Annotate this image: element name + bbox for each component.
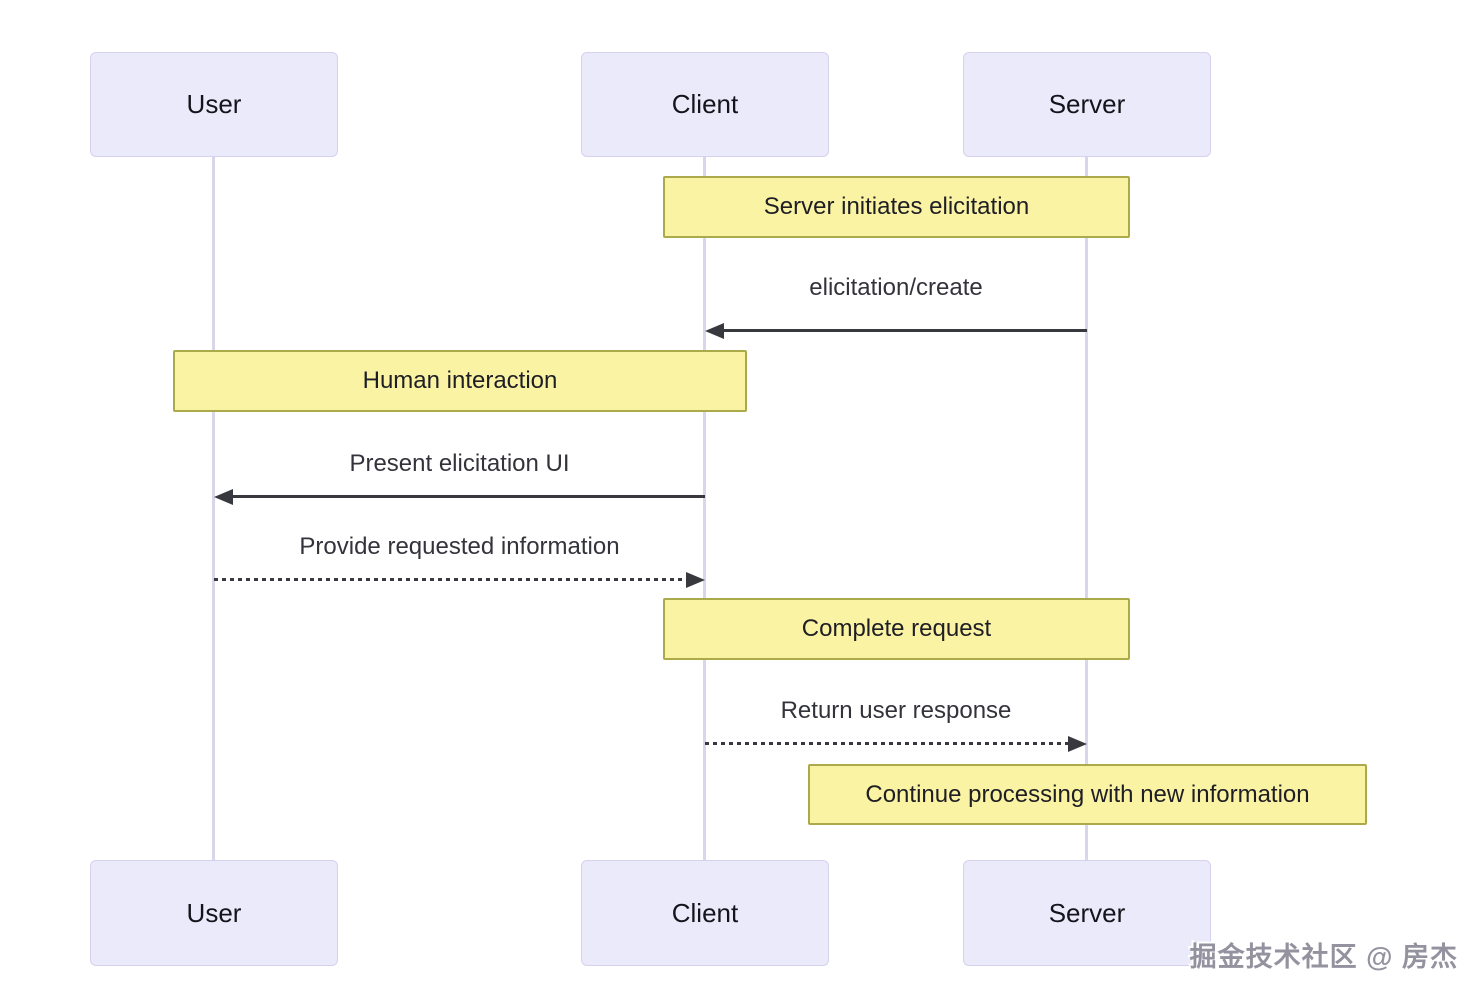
- lifeline-client: [703, 157, 706, 861]
- actor-box-client-bottom: Client: [581, 860, 829, 966]
- arrowhead-left-icon: [705, 323, 724, 339]
- actor-label-server: Server: [1048, 897, 1126, 928]
- watermark-text: 掘金技术社区 @ 房杰: [1189, 942, 1458, 972]
- message-label-elicitation-create: elicitation/create: [809, 274, 983, 301]
- note-continue-processing: Continue processing with new information: [808, 764, 1367, 825]
- arrowhead-right-icon: [1068, 736, 1087, 752]
- arrowhead-left-icon: [214, 489, 233, 505]
- actor-label-server: Server: [1048, 89, 1126, 119]
- note-human-interaction: Human interaction: [173, 350, 747, 412]
- arrowhead-right-icon: [686, 572, 705, 588]
- actor-box-user-top: User: [90, 52, 338, 157]
- message-label-return-user-response: Return user response: [780, 697, 1012, 724]
- note-server-initiates-elicitation: Server initiates elicitation: [663, 176, 1130, 238]
- message-label-present-elicitation-ui: Present elicitation UI: [349, 450, 570, 477]
- message-line-provide-requested-information: [214, 578, 691, 581]
- note-complete-request: Complete request: [663, 598, 1130, 660]
- actor-label-user: User: [186, 89, 242, 119]
- message-label-provide-requested-information: Provide requested information: [299, 533, 620, 560]
- actor-box-user-bottom: User: [90, 860, 338, 966]
- actor-box-server-bottom: Server: [963, 860, 1211, 966]
- message-line-present-elicitation-ui: [221, 495, 705, 498]
- actor-label-client: Client: [671, 89, 739, 119]
- actor-box-client-top: Client: [581, 52, 829, 157]
- actor-box-server-top: Server: [963, 52, 1211, 157]
- lifeline-server: [1085, 157, 1088, 861]
- lifeline-user: [212, 157, 215, 861]
- message-line-elicitation-create: [712, 329, 1087, 332]
- actor-label-client: Client: [671, 897, 739, 928]
- message-line-return-user-response: [705, 742, 1073, 745]
- actor-label-user: User: [186, 897, 242, 928]
